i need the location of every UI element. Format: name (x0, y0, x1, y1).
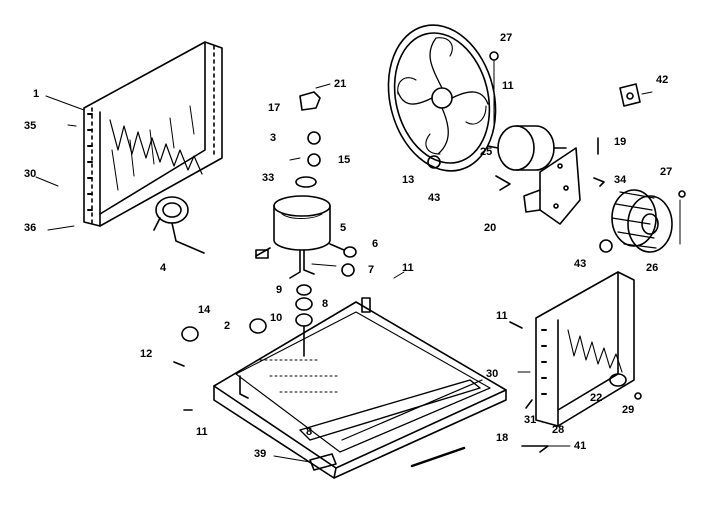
blower-wheel (611, 189, 673, 253)
callout-11b: 11 (196, 426, 208, 438)
callout-41: 41 (574, 440, 587, 452)
callout-34: 34 (614, 174, 627, 186)
callout-12: 12 (140, 348, 153, 360)
callout-3: 3 (270, 132, 277, 144)
fan-motor (487, 125, 567, 191)
callout-14: 14 (198, 304, 211, 316)
callout-15: 15 (338, 154, 351, 166)
callout-39: 39 (254, 448, 267, 460)
callout-43b: 43 (574, 258, 587, 270)
callout-21: 21 (334, 78, 347, 90)
callout-25: 25 (480, 146, 493, 158)
tube-assembly (153, 196, 205, 254)
callout-30a: 30 (24, 168, 37, 180)
callout-35: 35 (24, 120, 37, 132)
fan-shroud (387, 24, 497, 172)
callout-22: 22 (590, 392, 603, 404)
callout-36: 36 (24, 222, 37, 234)
callout-19: 19 (614, 136, 627, 148)
fastener-parts (289, 83, 331, 188)
condenser-coil (83, 41, 223, 227)
callout-26: 26 (646, 262, 659, 274)
callout-2: 2 (224, 320, 231, 332)
callout-29: 29 (622, 404, 635, 416)
callout-11a: 11 (402, 262, 414, 274)
callout-6: 6 (372, 238, 379, 250)
callout-28: 28 (552, 424, 565, 436)
callout-43a: 43 (428, 192, 441, 204)
callout-13: 13 (402, 174, 415, 186)
callout-8a: 8 (322, 298, 329, 310)
motor-mount (523, 147, 581, 225)
callout-27a: 27 (500, 32, 513, 44)
callout-33: 33 (262, 172, 275, 184)
callout-18: 18 (496, 432, 509, 444)
callout-20: 20 (484, 222, 497, 234)
callout-4: 4 (160, 262, 167, 274)
base-pan (213, 297, 507, 479)
callout-8b: 8 (306, 426, 313, 438)
callout-30b: 30 (486, 368, 499, 380)
callout-1: 1 (33, 88, 40, 100)
callout-11d: 11 (496, 310, 508, 322)
callout-27b: 27 (660, 166, 673, 178)
callout-31: 31 (524, 414, 537, 426)
callout-9: 9 (276, 284, 283, 296)
callout-7: 7 (368, 264, 375, 276)
callout-5: 5 (340, 222, 347, 234)
evaporator-coil (535, 271, 635, 427)
callout-11c: 11 (502, 80, 514, 92)
callout-10: 10 (270, 312, 283, 324)
callout-17a: 17 (268, 102, 281, 114)
compressor (255, 195, 345, 279)
callout-42: 42 (656, 74, 669, 86)
